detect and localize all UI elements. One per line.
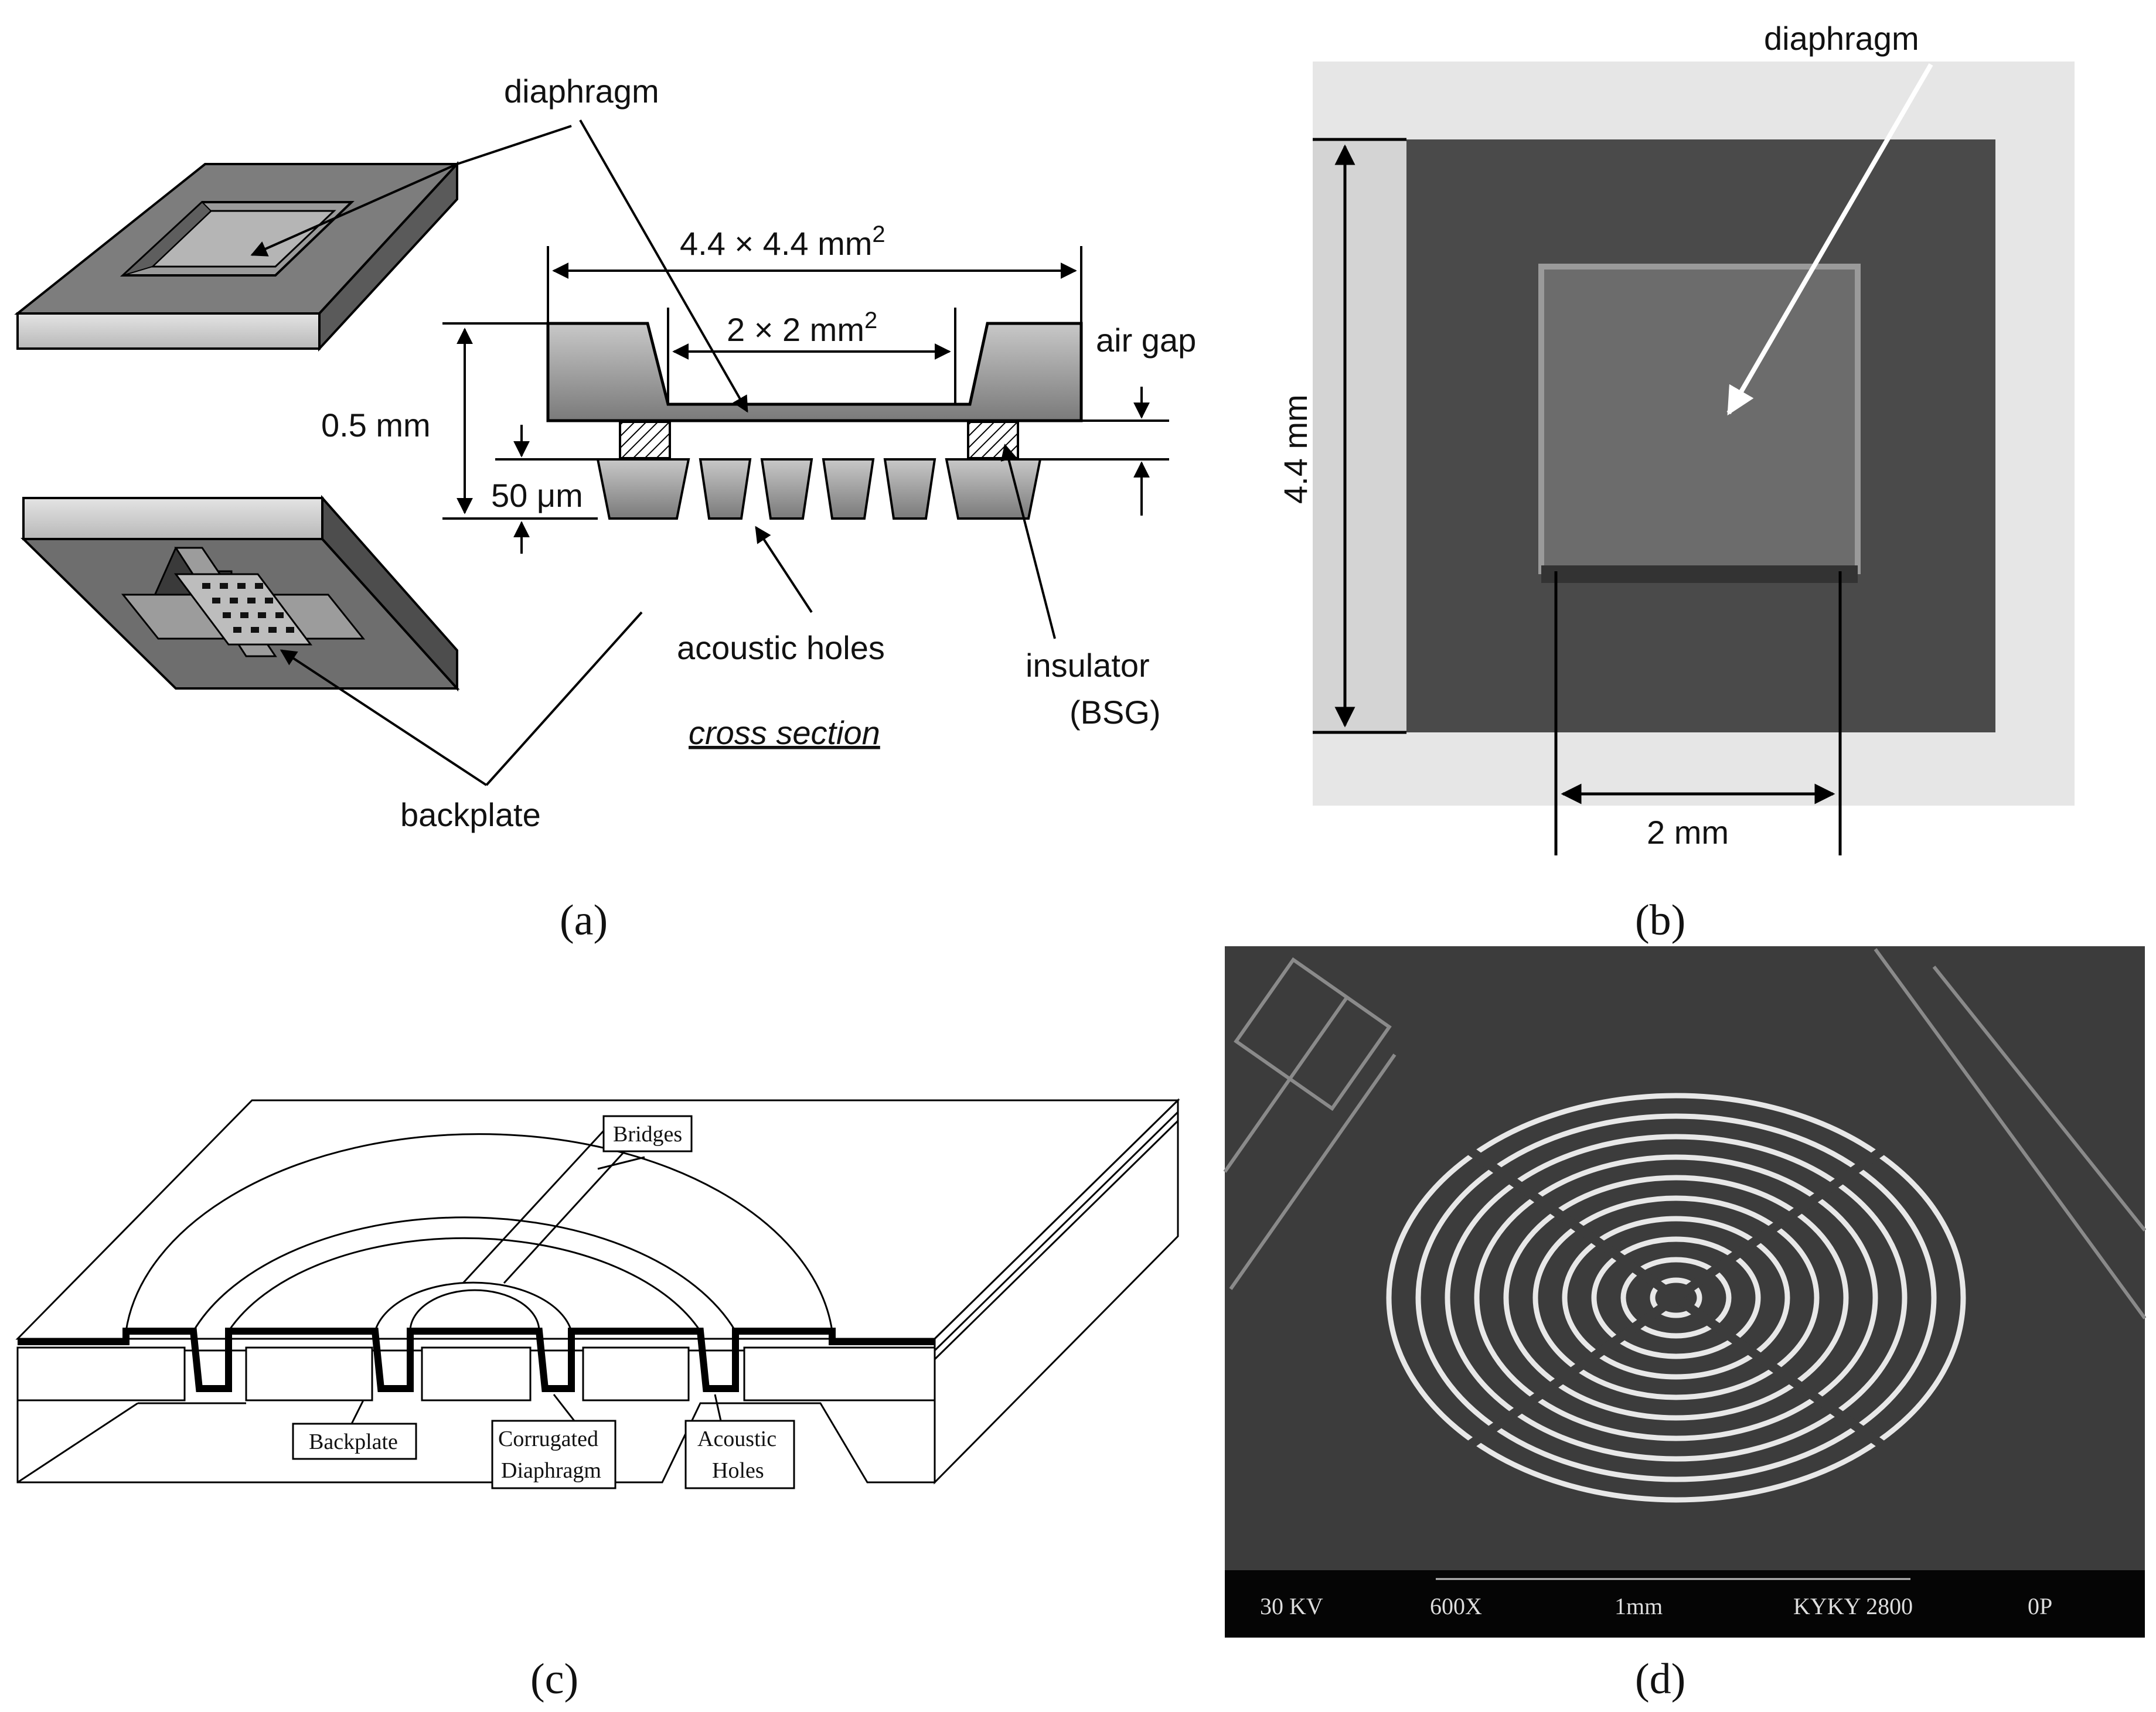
diaphragm-label: diaphragm <box>504 73 659 110</box>
sem-kv: 30 KV <box>1260 1593 1323 1619</box>
sem-scale: 1mm <box>1615 1593 1663 1619</box>
thickness-label: 0.5 mm <box>321 407 431 444</box>
sem-instrument: KYKY 2800 <box>1793 1593 1913 1619</box>
sem-info-bar <box>1225 1570 2145 1638</box>
acoustic-label-2: Holes <box>712 1458 764 1483</box>
caption-d: (d) <box>1635 1655 1685 1703</box>
diaphragm-photo <box>1538 264 1861 574</box>
backplate-thickness-label: 50 μm <box>491 477 583 514</box>
backplate-label: backplate <box>400 796 541 833</box>
backplate-chip-3d <box>21 494 460 692</box>
sem-id: 0P <box>2028 1593 2052 1619</box>
inner-dimension-label: 2 × 2 mm2 <box>727 308 877 348</box>
acoustic-holes-label: acoustic holes <box>677 629 885 666</box>
caption-b: (b) <box>1635 896 1685 944</box>
bridges-label: Bridges <box>613 1122 682 1147</box>
panel-b: diaphragm 4.4 mm 2 mm (b) <box>1277 20 2075 944</box>
panel-a: diaphragm 4.4 × 4.4 mm2 2 × 2 mm2 air ga… <box>14 73 1196 944</box>
height-label: 4.4 mm <box>1277 394 1314 504</box>
width-label: 2 mm <box>1647 814 1729 851</box>
diaphragm-photo-label: diaphragm <box>1764 20 1919 57</box>
corrugated-label-2: Diaphragm <box>501 1458 601 1483</box>
caption-a: (a) <box>560 896 608 944</box>
panel-d <box>1223 946 2147 1638</box>
backplate-box-label: Backplate <box>309 1430 398 1454</box>
diaphragm-chip-3d <box>14 161 460 352</box>
insulator-left <box>619 421 671 459</box>
outer-dimension-label: 4.4 × 4.4 mm2 <box>680 221 885 262</box>
acoustic-label-1: Acoustic <box>697 1427 776 1451</box>
sem-magnification: 600X <box>1430 1593 1482 1619</box>
insulator-right <box>967 421 1019 459</box>
insulator-sub-label: (BSG) <box>1070 694 1161 731</box>
corrugated-label-1: Corrugated <box>498 1427 598 1451</box>
panel-c <box>15 1098 1180 1489</box>
air-gap-label: air gap <box>1096 322 1196 359</box>
insulator-label: insulator <box>1026 647 1150 684</box>
cross-section-label: cross section <box>689 714 880 751</box>
corrugated-rings <box>1386 1093 1966 1503</box>
cross-section-diagram <box>250 120 1169 786</box>
caption-c: (c) <box>530 1655 578 1703</box>
